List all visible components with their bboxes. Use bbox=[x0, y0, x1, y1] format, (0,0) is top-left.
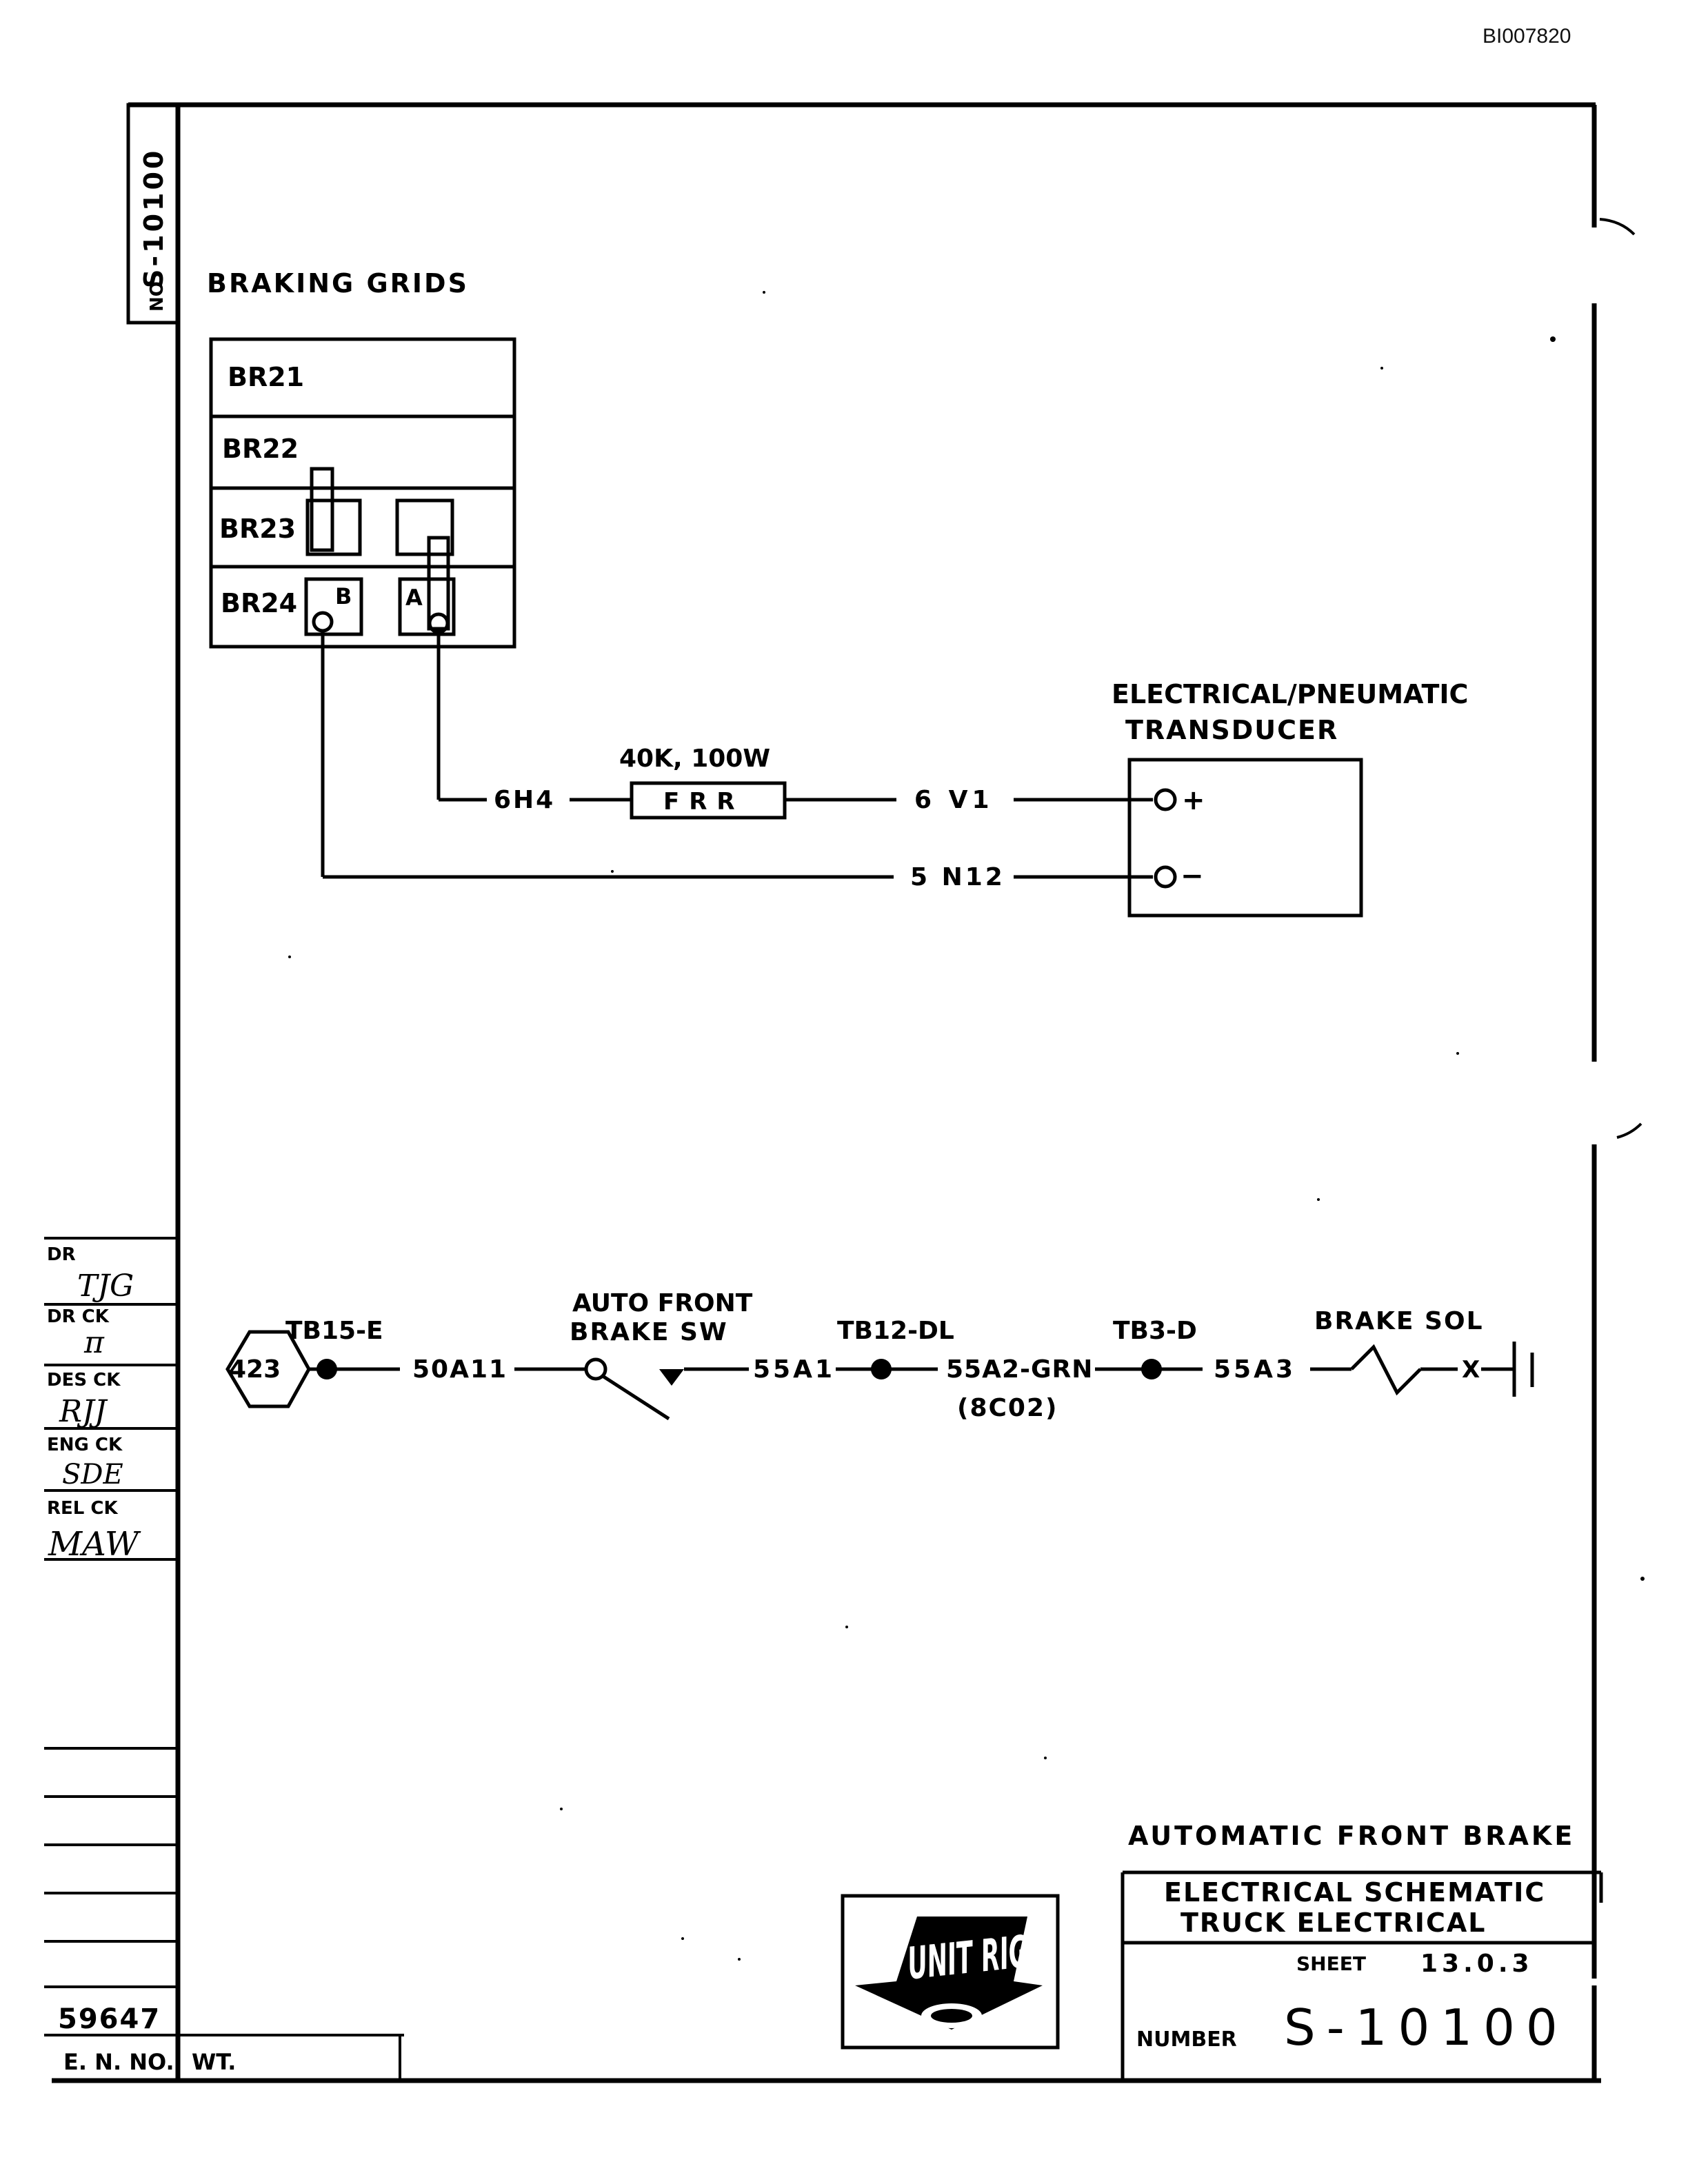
terminal-tb15-e bbox=[316, 1359, 337, 1379]
engck-value: SDE bbox=[62, 1459, 123, 1490]
relck-label: REL CK bbox=[47, 1498, 118, 1519]
switch-contact-open bbox=[584, 1357, 607, 1381]
transducer: ELECTRICAL/PNEUMATIC TRANSDUCER + − bbox=[1112, 679, 1468, 918]
terminal-tb3-d bbox=[1141, 1359, 1162, 1379]
terminal-tb12-dl-label: TB12-DL bbox=[837, 1317, 954, 1345]
braking-grids-title: BRAKING GRIDS bbox=[207, 268, 469, 299]
desck-value: RJJ bbox=[59, 1394, 108, 1429]
wire-6h4: 6H4 bbox=[494, 786, 555, 814]
document-id: BI007820 bbox=[1483, 25, 1571, 48]
drck-label: DR CK bbox=[47, 1306, 110, 1327]
side-tab-label: NO. bbox=[147, 275, 168, 312]
sheet-label: SHEET bbox=[1296, 1952, 1366, 1975]
terminal-tb3-d-label: TB3-D bbox=[1113, 1317, 1197, 1345]
check-block: DR TJG DR CK π DES CK RJJ ENG CK SDE REL… bbox=[44, 1237, 404, 2081]
sheet-value: 13.0.3 bbox=[1420, 1950, 1534, 1978]
wt-label: WT. bbox=[192, 2049, 236, 2075]
side-tab: S-10100 NO. bbox=[126, 103, 180, 325]
drawing-caption: AUTOMATIC FRONT BRAKE bbox=[1128, 1821, 1575, 1851]
number-value: S-10100 bbox=[1284, 1999, 1569, 2056]
engck-label: ENG CK bbox=[47, 1435, 123, 1455]
number-label: NUMBER bbox=[1136, 2028, 1237, 2052]
wire-55a2-grn: 55A2-GRN bbox=[946, 1355, 1093, 1384]
wire-55a1: 55A1 bbox=[753, 1355, 835, 1384]
dr-label: DR bbox=[47, 1244, 76, 1265]
en-number: 59647 bbox=[58, 2003, 161, 2035]
transducer-title-1: ELECTRICAL/PNEUMATIC bbox=[1112, 679, 1468, 709]
relck-value: MAW bbox=[48, 1525, 141, 1564]
wire-55a3: 55A3 bbox=[1214, 1355, 1296, 1384]
side-tab-number: S-10100 bbox=[139, 148, 169, 288]
terminal-a-label: A bbox=[405, 585, 423, 611]
unit-rig-logo: UNIT RIG bbox=[855, 1917, 1043, 2030]
drawing-frame bbox=[52, 102, 1642, 2083]
switch-contact-fixed bbox=[659, 1369, 684, 1386]
transducer-minus: − bbox=[1180, 860, 1204, 892]
transducer-box bbox=[1127, 758, 1363, 918]
switch-label-2: BRAKE SW bbox=[570, 1318, 728, 1346]
terminal-tb15-e-label: TB15-E bbox=[285, 1317, 383, 1345]
wire-6v1: 6 V1 bbox=[914, 786, 994, 814]
brake-circuit: 423 TB15-E 50A11 AUTO FRONT BRAKE SW 55A… bbox=[225, 1289, 1534, 1422]
en-label: E. N. NO. bbox=[63, 2049, 174, 2075]
grid-row-br23: BR23 bbox=[219, 514, 296, 544]
transducer-minus-terminal bbox=[1154, 865, 1177, 889]
grid-row-br21: BR21 bbox=[228, 362, 304, 392]
title-block: AUTOMATIC FRONT BRAKE ELECTRICAL SCHEMAT… bbox=[841, 1821, 1603, 2081]
resistor-label: FRR bbox=[663, 788, 745, 816]
title-line-1: ELECTRICAL SCHEMATIC bbox=[1164, 1877, 1545, 1908]
terminal-b-label: B bbox=[335, 583, 352, 609]
wire-55a2-note: (8C02) bbox=[957, 1394, 1058, 1422]
transducer-plus-terminal bbox=[1154, 788, 1177, 811]
transducer-title-2: TRANSDUCER bbox=[1125, 715, 1338, 745]
source-number: 423 bbox=[229, 1355, 281, 1384]
grid-row-br22: BR22 bbox=[222, 434, 299, 464]
switch-label-1: AUTO FRONT bbox=[572, 1289, 753, 1317]
resistor-circuit: 6H4 40K, 100W FRR 6 V1 5 N12 bbox=[321, 631, 1153, 891]
switch-blade bbox=[601, 1374, 670, 1421]
dr-value: TJG bbox=[77, 1268, 134, 1304]
terminal-b bbox=[312, 611, 334, 633]
braking-grids: BRAKING GRIDS BR21 BR22 BR23 BR24 B A bbox=[207, 268, 516, 649]
scan-specks bbox=[288, 291, 1645, 1961]
drck-value: π bbox=[83, 1325, 105, 1360]
solenoid-coil bbox=[1350, 1344, 1422, 1396]
logo-text: UNIT RIG bbox=[905, 1927, 1032, 1990]
desck-label: DES CK bbox=[47, 1370, 121, 1391]
grid-row-br24: BR24 bbox=[221, 588, 297, 618]
transducer-plus: + bbox=[1182, 785, 1205, 816]
solenoid-label: BRAKE SOL bbox=[1314, 1307, 1484, 1335]
ground-mark: X bbox=[1462, 1356, 1480, 1384]
wire-50a11: 50A11 bbox=[412, 1355, 508, 1384]
resistor-rating: 40K, 100W bbox=[619, 745, 770, 773]
wire-5n12: 5 N12 bbox=[910, 863, 1005, 891]
logo-frame bbox=[841, 1894, 1060, 2050]
terminal-tb12-dl bbox=[871, 1359, 892, 1379]
title-line-2: TRUCK ELECTRICAL bbox=[1180, 1908, 1486, 1938]
